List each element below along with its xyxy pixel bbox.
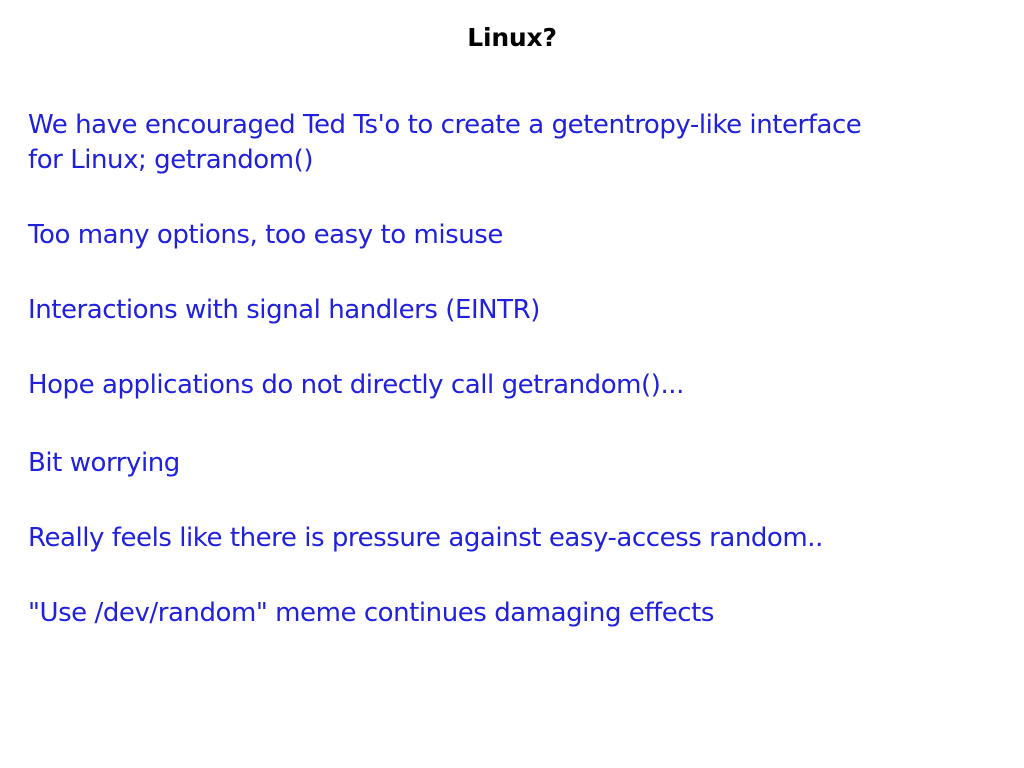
slide-body: We have encouraged Ted Ts'o to create a … (28, 108, 988, 631)
bullet-pressure-against-easy-access: Really feels like there is pressure agai… (28, 521, 988, 556)
bullet-line: Bit worrying (28, 448, 180, 478)
bullet-getentropy-like-interface: We have encouraged Ted Ts'o to create a … (28, 108, 988, 178)
bullet-too-many-options: Too many options, too easy to misuse (28, 218, 988, 253)
bullet-line: Hope applications do not directly call g… (28, 370, 684, 400)
bullet-line: Really feels like there is pressure agai… (28, 523, 823, 553)
bullet-bit-worrying: Bit worrying (28, 446, 988, 481)
bullet-line: for Linux; getrandom() (28, 145, 314, 175)
bullet-line: Too many options, too easy to misuse (28, 220, 503, 250)
page-title: Linux? (467, 23, 557, 52)
bullet-line: We have encouraged Ted Ts'o to create a … (28, 110, 862, 140)
bullet-signal-handlers: Interactions with signal handlers (EINTR… (28, 293, 988, 328)
bullet-hope-applications: Hope applications do not directly call g… (28, 368, 988, 403)
bullet-line: Interactions with signal handlers (EINTR… (28, 295, 540, 325)
bullet-dev-random-meme: "Use /dev/random" meme continues damagin… (28, 596, 988, 631)
bullet-line: "Use /dev/random" meme continues damagin… (28, 598, 714, 628)
